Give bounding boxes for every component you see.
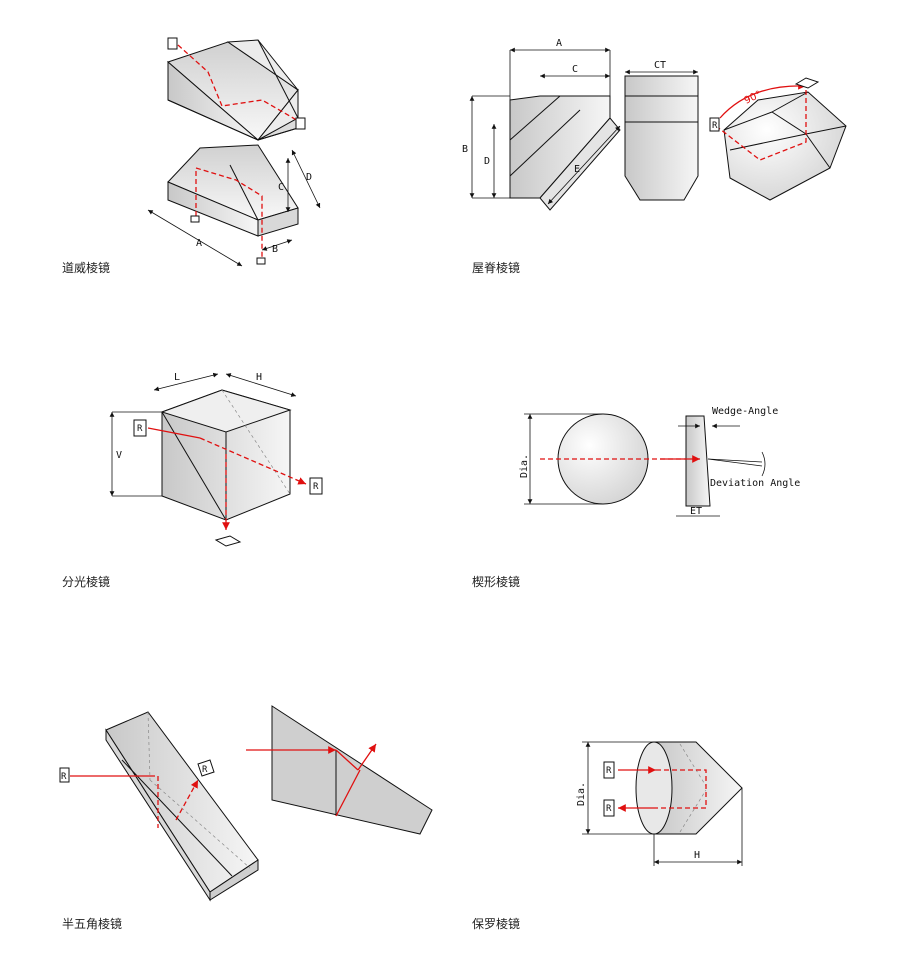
porro-prism: Dia. H R R [576, 741, 743, 866]
wedge-prism: Dia. Wedge-Angle Deviation Angle ET [519, 406, 800, 517]
splitter-label-l: L [174, 372, 180, 383]
caption-half-penta-prism: 半五角棱镜 [62, 916, 122, 931]
wedge-label-deviation-angle: Deviation Angle [710, 478, 800, 489]
image-marker-icon [59, 767, 70, 783]
image-marker-icon [167, 37, 178, 50]
caption-beam-splitter: 分光棱镜 [62, 574, 110, 589]
porro-label-r-in: R [606, 766, 612, 776]
roof-label-c: C [572, 64, 578, 75]
roof-label-e: E [574, 164, 580, 175]
caption-porro-prism: 保罗棱镜 [472, 916, 520, 931]
beam-splitter-cube: L H V R R [109, 372, 323, 547]
wedge-label-et: ET [690, 506, 702, 517]
image-marker-icon [709, 117, 720, 132]
roof-label-b: B [462, 144, 468, 155]
image-marker-icon [603, 799, 615, 817]
dove-prism-top [167, 37, 306, 141]
image-marker-icon [133, 419, 147, 437]
porro-label-r-out: R [606, 804, 612, 814]
penta-label-r-out: R [202, 765, 208, 775]
dove-label-d: D [306, 172, 312, 183]
image-marker-icon [214, 535, 242, 547]
roof-prism-front: CT [624, 60, 699, 201]
penta-label-r-in: R [61, 772, 67, 782]
image-marker-icon [197, 759, 215, 777]
splitter-label-r-out: R [313, 482, 319, 492]
wedge-label-wedge-angle: Wedge-Angle [712, 406, 778, 417]
roof-prism-side: A C B D E [462, 38, 621, 211]
image-marker-icon [295, 117, 306, 130]
image-marker-icon [309, 477, 323, 495]
roof-label-a: A [556, 38, 562, 49]
roof-prism-3d: 90° R [709, 77, 847, 201]
roof-label-ct: CT [654, 60, 666, 71]
image-marker-icon [794, 77, 820, 89]
dove-prism-bottom: A B C D [147, 144, 321, 267]
roof-label-d: D [484, 156, 490, 167]
splitter-label-r-in: R [137, 424, 143, 434]
caption-roof-prism: 屋脊棱镜 [472, 260, 520, 275]
caption-wedge-prism: 楔形棱镜 [472, 574, 520, 589]
wedge-label-dia: Dia. [519, 454, 530, 478]
dove-label-c: C [278, 182, 284, 193]
splitter-label-h: H [256, 372, 262, 383]
porro-label-h: H [694, 850, 700, 861]
half-penta-prism-3d: R R [59, 711, 259, 902]
dove-label-a: A [196, 238, 202, 249]
splitter-label-v: V [116, 450, 122, 461]
image-marker-icon [603, 761, 615, 779]
half-penta-prism-flat [246, 705, 433, 835]
roof-label-r: R [712, 121, 718, 131]
porro-label-dia: Dia. [576, 782, 587, 806]
caption-dove-prism: 道威棱镜 [62, 260, 110, 275]
dove-label-b: B [272, 244, 278, 255]
